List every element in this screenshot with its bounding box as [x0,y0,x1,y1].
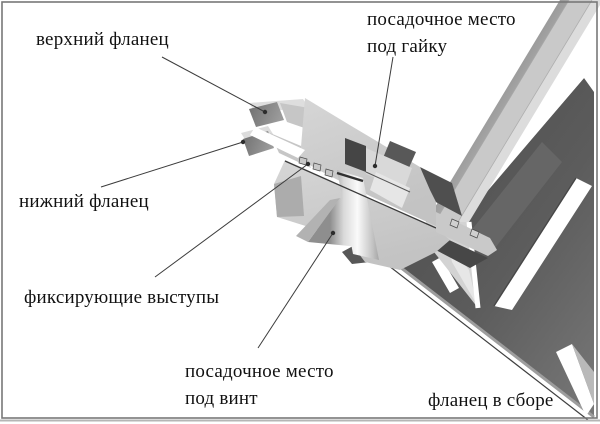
fixing-tabs [298,156,334,178]
leader-nut-seat [374,56,394,167]
mating-line [284,160,437,229]
boss-side-shade [274,176,304,217]
countersink-cone [308,198,370,248]
label-nut-seat-line2: под гайку [367,36,448,57]
label-assembly: фланец в сборе [428,390,554,411]
screw-hole-rim [336,171,364,183]
label-nut-seat: посадочное место под гайку [367,6,516,60]
label-screw-seat-line2: под винт [185,388,258,409]
label-screw-seat-line1: посадочное место [185,361,334,382]
leader-upper-flange [161,56,266,113]
dark-plate-edge-highlight [377,248,595,419]
label-nut-seat-line1: посадочное место [367,9,516,30]
flange-cross-section [241,98,497,270]
dark-plate-sheen [470,142,562,252]
label-upper-flange: верхний фланец [36,29,169,50]
label-screw-seat: посадочное место под винт [185,358,334,412]
bracket-wall-beam [426,0,600,309]
nut-recess-2 [383,141,416,170]
slot-chamfer [572,344,594,404]
nut-seat-face-bright [370,172,410,208]
nut-seat-face [366,148,412,190]
leader-lines [100,56,394,349]
leader-screw-seat [257,232,334,349]
gap-dark-1 [420,167,462,216]
dark-plate-edge-shadow [370,251,589,421]
flange-gap [250,127,305,158]
nut-recess [345,138,366,172]
slot-cutout-1 [494,178,592,310]
leader-lower-flange [100,141,244,188]
slot-cutout-3 [432,257,459,293]
fixing-tabs-right [449,218,480,239]
countersink-shade [296,198,340,242]
label-fixing-tabs: фиксирующие выступы [24,287,220,308]
slot-cutout-2 [556,344,594,416]
leader-fixing-tabs [154,163,309,278]
gap-dark-3 [342,246,370,264]
label-lower-flange: нижний фланец [19,191,149,212]
